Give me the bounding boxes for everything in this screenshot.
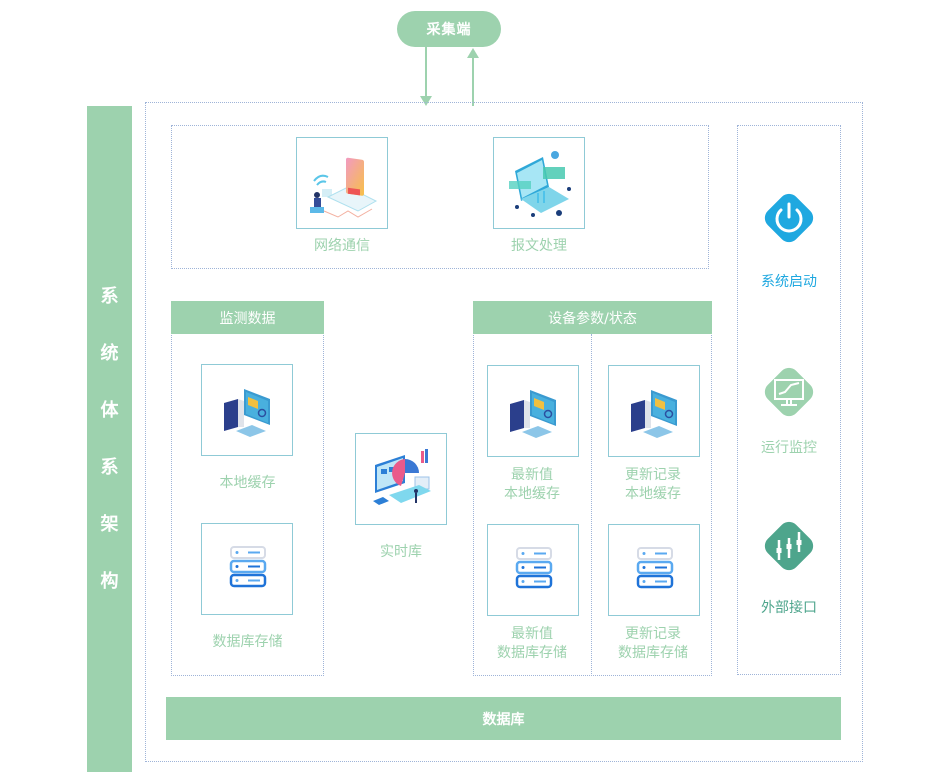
side-title-char: 架: [100, 514, 119, 535]
label-line: 本地缓存: [625, 486, 681, 502]
history-database-label: 更新记录 数据库存储: [594, 625, 712, 663]
power-icon: [764, 193, 814, 243]
message-processing-label: 报文处理: [511, 238, 567, 254]
collector-arrows: [420, 47, 479, 106]
database-server-icon: [515, 547, 553, 589]
system-startup-button[interactable]: [757, 186, 821, 250]
database-bar[interactable]: 数据库: [166, 697, 841, 740]
label-line: 数据库存储: [618, 645, 688, 661]
sliders-icon: [764, 521, 814, 571]
desktop-computer-icon: [224, 389, 270, 437]
desktop-computer-icon: [510, 390, 556, 438]
side-title-char: 系: [100, 286, 119, 307]
label-line: 数据库存储: [497, 645, 567, 661]
down-arrow-head: [420, 96, 432, 106]
label-line: 更新记录: [625, 467, 681, 483]
monitor-database-label: 数据库存储: [212, 634, 283, 650]
label-line: 本地缓存: [504, 486, 560, 502]
label-line: 更新记录: [625, 626, 681, 642]
run-monitor-button[interactable]: [757, 360, 821, 424]
up-arrow-head: [467, 48, 479, 58]
history-local-cache-label: 更新记录 本地缓存: [594, 466, 712, 504]
side-title-bar: 系 统 体 系 架 构: [87, 106, 132, 772]
latest-database-card[interactable]: [487, 524, 579, 616]
side-title-char: 体: [100, 400, 119, 421]
realtime-db-label: 实时库: [380, 544, 422, 560]
side-title-char: 构: [100, 571, 119, 592]
side-title: 系 统 体 系 架 构: [87, 286, 132, 628]
communication-group: [171, 125, 709, 269]
label-line: 最新值: [511, 626, 553, 642]
system-group: [737, 125, 841, 675]
architecture-container: [145, 102, 863, 762]
network-communication-label: 网络通信: [314, 238, 370, 254]
label-line: 最新值: [511, 467, 553, 483]
device-params-header: 设备参数/状态: [473, 301, 712, 334]
monitor-database-card[interactable]: [201, 523, 293, 615]
monitor-local-cache-card[interactable]: [201, 364, 293, 456]
network-communication-illustration: [310, 157, 378, 218]
run-monitor-label: 运行监控: [761, 440, 817, 456]
device-divider: [591, 334, 592, 676]
message-processing-illustration: [509, 151, 571, 217]
database-server-icon: [229, 546, 267, 588]
message-processing-card[interactable]: [493, 137, 585, 229]
external-interface-label: 外部接口: [761, 600, 817, 616]
system-startup-label: 系统启动: [761, 274, 817, 290]
history-database-card[interactable]: [608, 524, 700, 616]
realtime-db-card[interactable]: [355, 433, 447, 525]
collector-node[interactable]: 采集端: [397, 11, 501, 47]
history-local-cache-card[interactable]: [608, 365, 700, 457]
side-title-char: 系: [100, 457, 119, 478]
side-title-char: 统: [100, 343, 119, 364]
realtime-dashboard-illustration: [373, 449, 431, 505]
network-communication-card[interactable]: [296, 137, 388, 229]
latest-local-cache-card[interactable]: [487, 365, 579, 457]
external-interface-button[interactable]: [757, 514, 821, 578]
latest-local-cache-label: 最新值 本地缓存: [473, 466, 591, 504]
latest-database-label: 最新值 数据库存储: [473, 625, 591, 663]
monitor-chart-icon: [764, 367, 814, 417]
desktop-computer-icon: [631, 390, 677, 438]
monitor-data-header: 监测数据: [171, 301, 324, 334]
database-server-icon: [636, 547, 674, 589]
monitor-local-cache-label: 本地缓存: [219, 475, 276, 491]
